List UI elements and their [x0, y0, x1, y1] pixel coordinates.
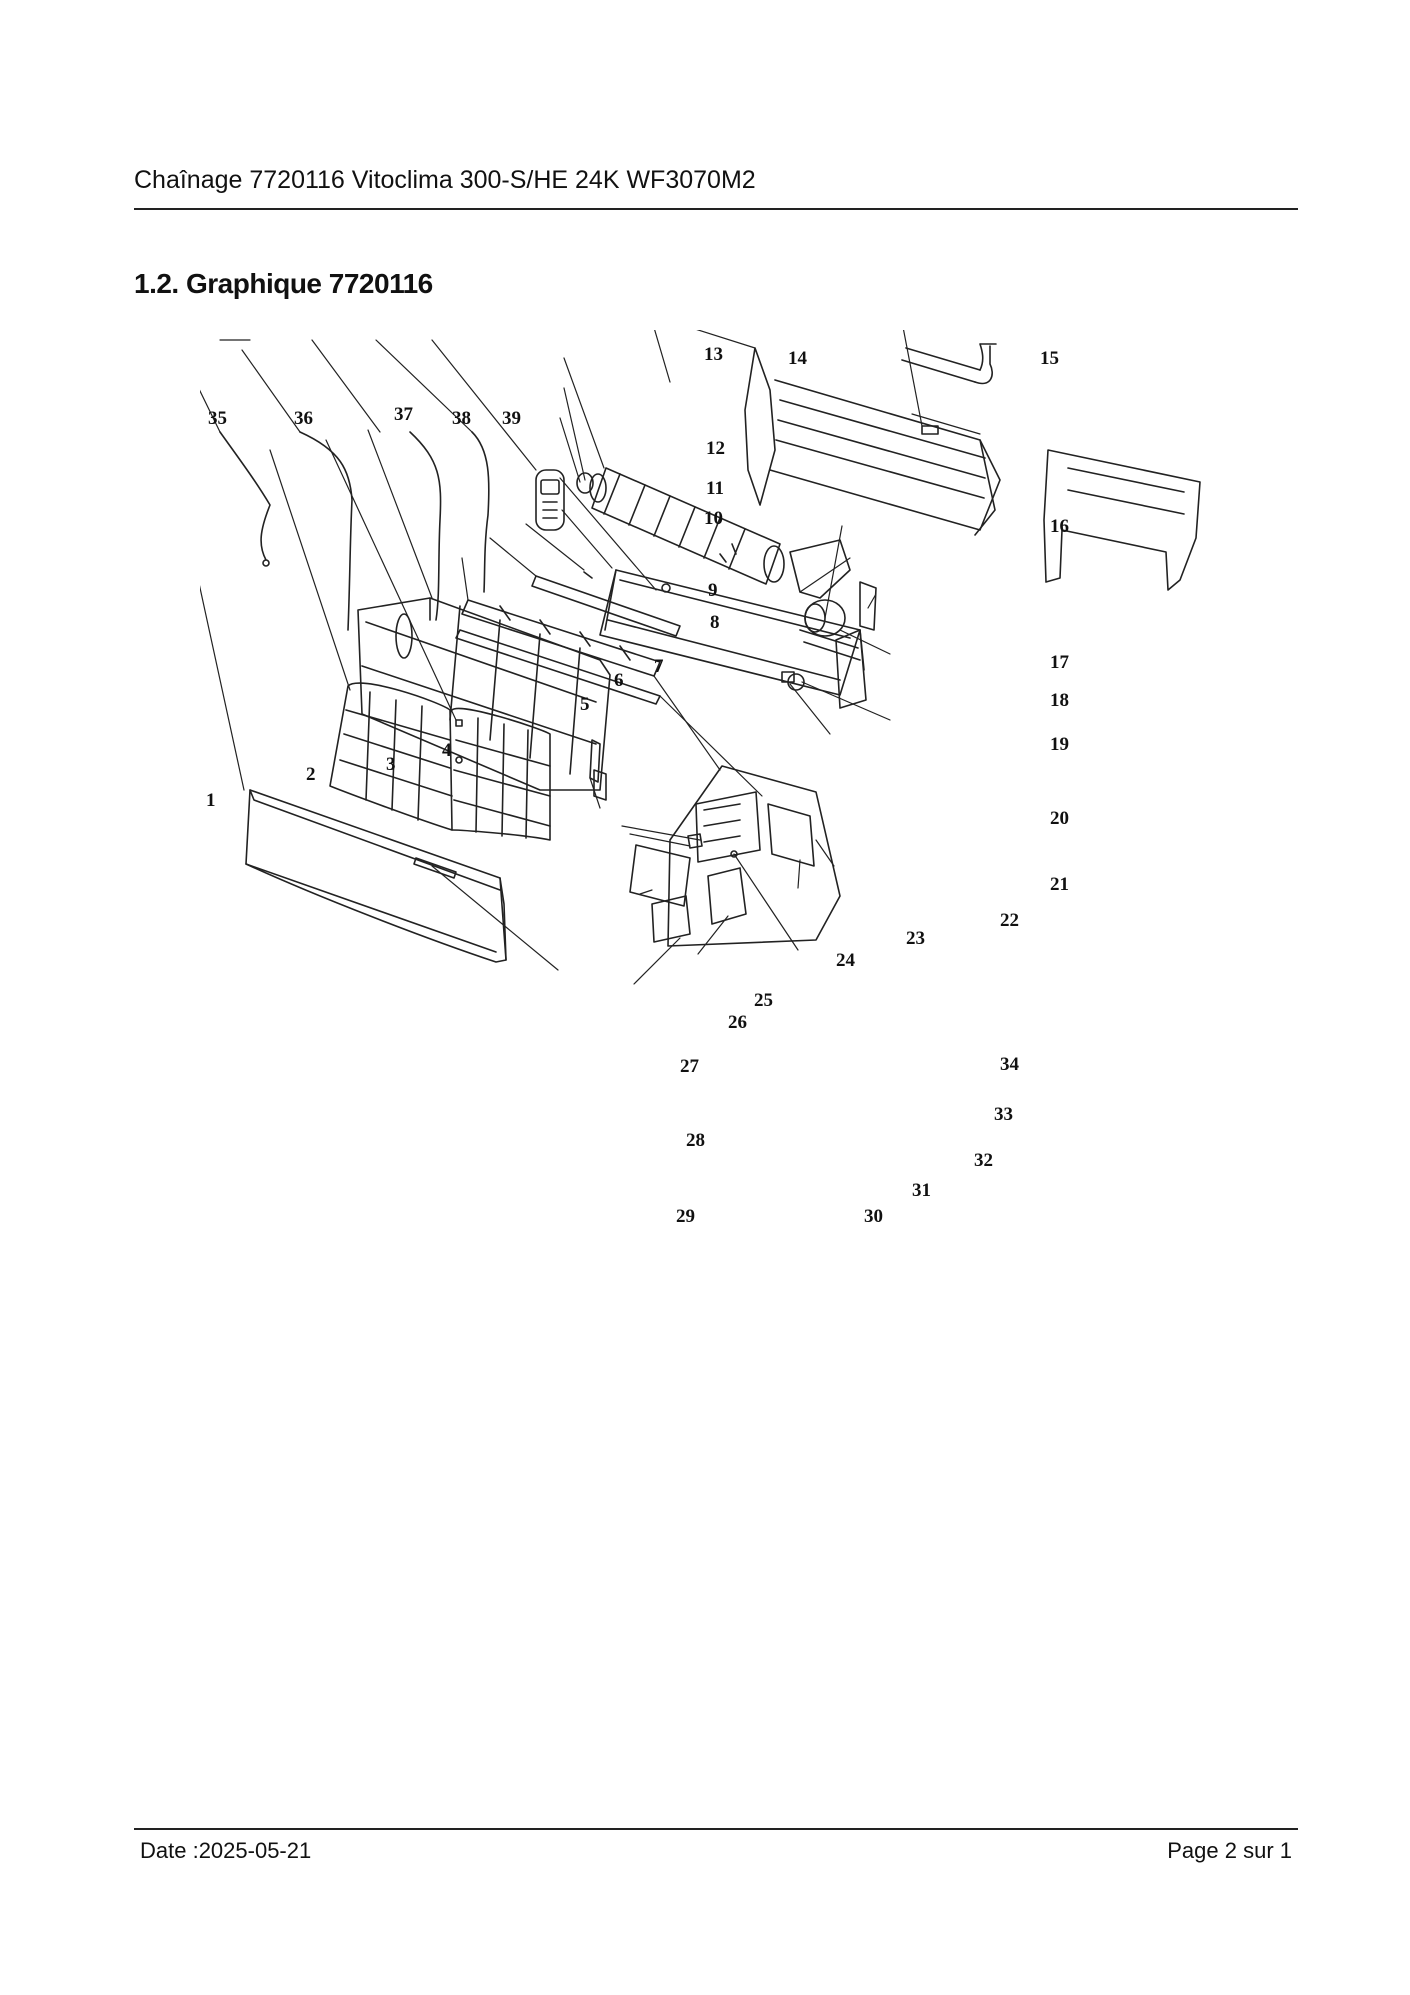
callout-17: 17	[1050, 652, 1070, 673]
callout-4: 4	[442, 740, 452, 761]
callout-9: 9	[708, 580, 718, 601]
display-29	[413, 857, 457, 879]
side-cover-19	[859, 581, 877, 631]
clip-9	[661, 543, 737, 593]
exploded-parts-diagram: 1 2 3 4 5 6 7 8 9 10 11 12 13 14 15 16 1…	[200, 330, 1240, 1260]
fan-bearing-10	[576, 472, 594, 494]
callout-11: 11	[706, 478, 724, 499]
diagram-drawing: 1 2 3 4 5 6 7 8 9 10 11 12 13 14 15 16 1…	[200, 330, 1201, 1227]
callout-3: 3	[386, 754, 396, 775]
front-panel-1	[245, 789, 507, 963]
footer-page-number: Page 2 sur 1	[1167, 1838, 1292, 1863]
air-filter-2	[329, 682, 551, 841]
motor-bracket-18	[789, 539, 851, 599]
callout-10: 10	[704, 508, 723, 529]
callout-19: 19	[1050, 734, 1069, 755]
cross-flow-fan-12	[589, 467, 785, 585]
pipe-15	[901, 343, 997, 435]
callout-2: 2	[306, 764, 316, 785]
sensor-wire-35	[219, 431, 271, 567]
callout-16: 16	[1050, 516, 1069, 537]
callout-21: 21	[1050, 874, 1069, 895]
clip-32	[730, 850, 738, 858]
callout-35: 35	[208, 408, 227, 429]
callout-22: 22	[1000, 910, 1019, 931]
callout-23: 23	[906, 928, 925, 949]
callout-7: 7	[654, 656, 664, 677]
remote-control-39	[535, 469, 565, 531]
document-title: Chaînage 7720116 Vitoclima 300-S/HE 24K …	[134, 166, 756, 194]
callout-12: 12	[706, 438, 725, 459]
footer-date: Date :2025-05-21	[140, 1838, 312, 1863]
callout-8: 8	[710, 612, 720, 633]
callout-29: 29	[676, 1206, 695, 1227]
section-title: 1.2. Graphique 7720116	[134, 268, 433, 299]
callout-25: 25	[754, 990, 773, 1011]
callout-numbers: 1 2 3 4 5 6 7 8 9 10 11 12 13 14 15 16 1…	[206, 344, 1070, 1227]
cable-37	[409, 431, 442, 621]
leader-lines	[200, 330, 981, 985]
cover-27	[593, 769, 607, 801]
front-panel-frame-4	[357, 597, 611, 791]
callout-27: 27	[680, 1056, 700, 1077]
louvre-6	[531, 575, 681, 637]
page-footer: Date :2025-05-21 Page 2 sur 1	[134, 1828, 1298, 1880]
horizontal-flap-24	[455, 629, 661, 705]
callout-28: 28	[686, 1130, 705, 1151]
drain-pipe-20	[799, 629, 861, 661]
callout-39: 39	[502, 408, 521, 429]
connector-22	[781, 671, 795, 683]
cable-36	[299, 431, 353, 631]
callout-13: 13	[704, 344, 723, 365]
callout-32: 32	[974, 1150, 993, 1171]
chassis-8	[599, 569, 867, 709]
callout-24: 24	[836, 950, 856, 971]
electrical-box-34	[667, 765, 841, 947]
callout-15: 15	[1040, 348, 1059, 369]
filter-clip-3	[455, 719, 463, 727]
mounting-plate-16	[1043, 449, 1201, 591]
cover-33	[767, 803, 815, 867]
callout-26: 26	[728, 1012, 747, 1033]
heat-exchanger-14	[744, 347, 1001, 536]
callout-38: 38	[452, 408, 471, 429]
louvre-7	[583, 571, 593, 579]
bracket-30	[651, 895, 691, 943]
callout-36: 36	[294, 408, 313, 429]
page-header: Chaînage 7720116 Vitoclima 300-S/HE 24K …	[134, 164, 1298, 210]
louvre-assembly-5	[461, 599, 661, 677]
callout-33: 33	[994, 1104, 1013, 1125]
callout-14: 14	[788, 348, 808, 369]
callout-37: 37	[394, 404, 414, 425]
control-box-25	[695, 791, 761, 863]
callout-34: 34	[1000, 1054, 1020, 1075]
callout-18: 18	[1050, 690, 1069, 711]
callout-31: 31	[912, 1180, 931, 1201]
pcb-28	[629, 844, 691, 907]
terminal-26	[687, 833, 703, 849]
callout-6: 6	[614, 670, 624, 691]
callout-5: 5	[580, 694, 590, 715]
cable-38	[471, 431, 490, 593]
bracket-31	[707, 867, 747, 925]
callout-20: 20	[1050, 808, 1069, 829]
callout-30: 30	[864, 1206, 883, 1227]
callout-1: 1	[206, 790, 216, 811]
